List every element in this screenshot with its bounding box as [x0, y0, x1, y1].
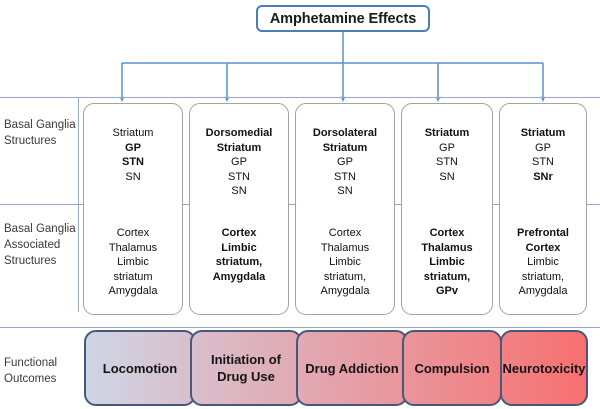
text-line: Striatum	[216, 141, 262, 154]
functional-outcome-3: Drug Addiction	[296, 330, 408, 406]
row-label-functional-outcomes: Functional Outcomes	[4, 357, 58, 385]
text-line: Amygdala	[320, 285, 370, 297]
root-node-label: Amphetamine Effects	[269, 10, 417, 27]
text-line: GP	[337, 156, 353, 168]
functional-outcome-label: Initiation of Drug Use	[210, 352, 282, 384]
row-divider-top	[0, 97, 600, 98]
functional-outcome-4: Compulsion	[402, 330, 502, 406]
text-line: striatum,	[323, 270, 367, 283]
text-line: SN	[231, 185, 247, 197]
text-line: Amygdala	[108, 285, 158, 297]
text-line: STN	[122, 156, 144, 168]
text-line: SN	[439, 170, 455, 183]
text-line: SNr	[533, 170, 553, 183]
text-line: GP	[231, 156, 247, 168]
text-line: Limbic	[527, 256, 559, 268]
text-line: Limbic	[221, 241, 257, 254]
text-line: striatum,	[521, 270, 565, 283]
text-line: Limbic	[117, 256, 149, 268]
text-line: Cortex	[525, 241, 561, 254]
functional-outcome-row: Locomotion Initiation of Drug Use Drug Add…	[78, 330, 588, 406]
text-line: Dorsomedial	[205, 127, 273, 139]
text-line: Cortex	[221, 227, 257, 239]
row-label-basal-ganglia-associated-structures: Basal Ganglia Associated Structures	[4, 223, 76, 267]
text-line: SN	[337, 185, 353, 197]
text-line: STN	[228, 170, 250, 183]
functional-outcome-label: Drug Addiction	[305, 360, 399, 376]
text-line: STN	[334, 170, 356, 183]
text-line: SN	[125, 170, 141, 183]
row-divider-bottom	[0, 327, 600, 328]
text-line: Striatum	[520, 127, 566, 139]
text-line: GP	[125, 141, 141, 154]
text-line: Striatum	[322, 141, 368, 154]
functional-outcome-label: Locomotion	[102, 360, 178, 376]
text-line: Limbic	[429, 256, 465, 268]
row-label-basal-ganglia-structures: Basal Ganglia Structures	[4, 119, 76, 147]
text-line: STN	[436, 156, 458, 168]
functional-outcome-1: Locomotion	[84, 330, 196, 406]
text-line: Prefrontal	[517, 227, 569, 239]
text-line: Limbic	[329, 256, 361, 268]
text-line: Thalamus	[421, 241, 473, 254]
functional-outcome-label: Neurotoxicity	[502, 360, 586, 376]
text-line: Thalamus	[320, 241, 370, 254]
text-line: Striatum	[112, 127, 154, 139]
root-node-amphetamine-effects: Amphetamine Effects	[256, 5, 430, 32]
text-line: GP	[439, 141, 455, 154]
text-line: striatum	[113, 270, 153, 283]
functional-outcome-label: Compulsion	[414, 360, 490, 376]
functional-outcome-5: Neurotoxicity	[500, 330, 588, 406]
text-line: GPv	[435, 285, 458, 297]
text-line: striatum,	[423, 270, 471, 283]
text-line: Amygdala	[518, 285, 568, 297]
text-line: Thalamus	[108, 241, 158, 254]
text-line: Cortex	[116, 227, 150, 239]
text-line: striatum,	[215, 256, 263, 268]
functional-outcome-2: Initiation of Drug Use	[190, 330, 302, 406]
text-line: Dorsolateral	[312, 127, 378, 139]
text-line: Cortex	[429, 227, 465, 239]
text-line: Cortex	[328, 227, 362, 239]
text-line: Striatum	[424, 127, 470, 139]
text-line: STN	[532, 156, 554, 168]
text-line: Amygdala	[212, 270, 266, 283]
text-line: GP	[535, 141, 551, 154]
